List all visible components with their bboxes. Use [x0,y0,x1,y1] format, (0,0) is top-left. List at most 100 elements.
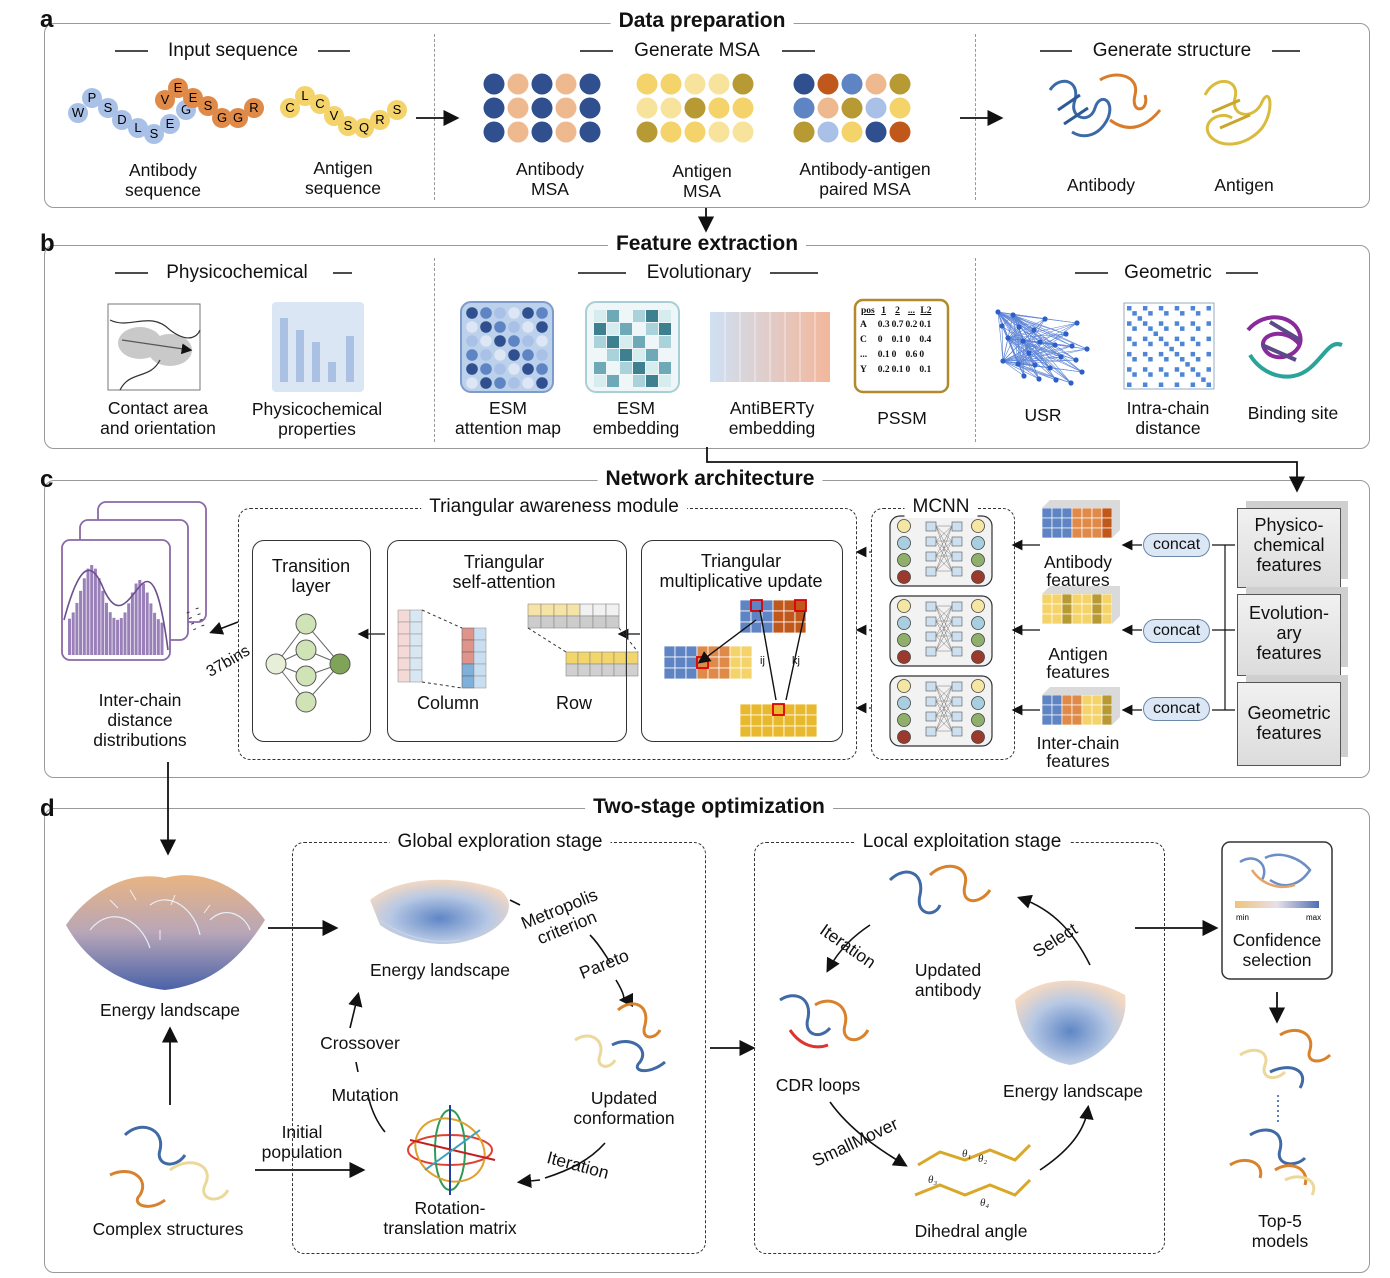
distance-cell [1164,326,1169,331]
usr-caption: USR [1024,405,1062,425]
feature-cube-side [1042,586,1120,624]
paired-msa-cell [793,121,815,143]
usr-edge [1001,325,1024,342]
histogram-bar [71,612,75,655]
mcnn-hidden [951,726,963,737]
mcnn-edge [935,540,953,572]
attention-cell [536,321,548,333]
embedding-cell [633,310,645,322]
antigen-residue [280,98,300,118]
distance-cell [1195,357,1201,362]
distance-cell [1180,326,1185,331]
mcnn-box [871,508,1015,760]
column-cell [409,669,423,683]
distance-cell [1148,372,1153,377]
usr-edge [1017,363,1072,384]
mcnn-edge [935,525,953,572]
paired-msa-cell [889,73,911,95]
scale-max: max [1306,913,1321,922]
usr-edge [1012,314,1046,320]
feature-cell [1041,613,1053,625]
histogram-bar [145,592,149,655]
distance-cell [1190,367,1196,372]
pssm-h2: 2 [895,306,900,316]
antigen-msa-cell [660,121,682,143]
feature-cell [1061,694,1073,706]
usr-node [1015,361,1021,367]
antigen-residue [338,116,358,136]
feature-cell [1071,527,1083,539]
mcnn-hidden [925,551,937,562]
transition-network [265,613,351,713]
paired-msa-cell [793,97,815,119]
antibody-residue [160,114,180,134]
embedding-cell [659,349,671,361]
local-stage-box [754,842,1165,1254]
panel-d-letter: d [40,795,55,822]
attention-cell [466,307,478,319]
histogram-bar [86,568,90,655]
mcnn-hidden [951,631,963,642]
mcnn-out-node [971,713,985,727]
antigen-residue [387,100,407,120]
mcnn-edge [935,605,953,637]
attention-cell [522,363,534,375]
antibody-msa-cell [579,97,601,119]
highlight-cell [750,599,763,612]
feature-cell [1041,704,1053,716]
usr-node [1052,342,1058,348]
histogram-bar [134,583,138,655]
antibody-residue [98,98,118,118]
distance-cell [1148,311,1153,316]
feature-cell [1061,507,1073,519]
antigen-msa-cell [660,73,682,95]
attention-cell [522,349,534,361]
feature-cell [1041,527,1053,539]
antibody-residue [68,103,88,123]
feature-cell [1061,517,1073,529]
distance-cell [1174,351,1180,357]
feature-cell [1091,603,1103,615]
mutation-caption: Mutation [331,1085,399,1105]
distance-cell [1158,382,1164,387]
energy-global-caption: Energy landscape [369,960,511,980]
antigen-residue-letter: C [315,96,324,111]
feature-cell [1101,527,1113,539]
energy-left-caption: Energy landscape [99,1000,241,1020]
distance-cell [1190,321,1196,326]
attention-cell [494,349,506,361]
histogram-bar [79,590,83,655]
section-physicochemical: Physicochemical [166,262,308,283]
antibody-residue-letter: L [134,120,141,135]
distance-cell [1148,326,1153,331]
histogram-bar [127,603,131,655]
mcnn-edge [935,605,953,622]
usr-edge [1017,340,1024,365]
distance-cell [1206,306,1211,311]
antigen-msa-cell [660,97,682,119]
usr-node [1084,346,1090,352]
usr-edge [1012,314,1019,365]
usr-node [1000,358,1006,364]
embedding-cell [659,323,671,335]
antibody-residue [144,124,164,144]
usr-edge [1017,348,1088,365]
usr-node [1063,331,1069,337]
usr-edge [1012,314,1083,373]
embedding-cell [607,310,619,322]
divider-b1 [434,258,435,442]
highlight-cell [772,703,785,716]
usr-edge [1007,337,1083,373]
antibody-residue [183,88,203,108]
divider-a2 [975,34,976,200]
antigen-msa-cell [732,97,754,119]
mcnn-edge [935,685,953,732]
crossover-caption: Crossover [320,1033,400,1053]
feature-cell [1051,507,1063,519]
